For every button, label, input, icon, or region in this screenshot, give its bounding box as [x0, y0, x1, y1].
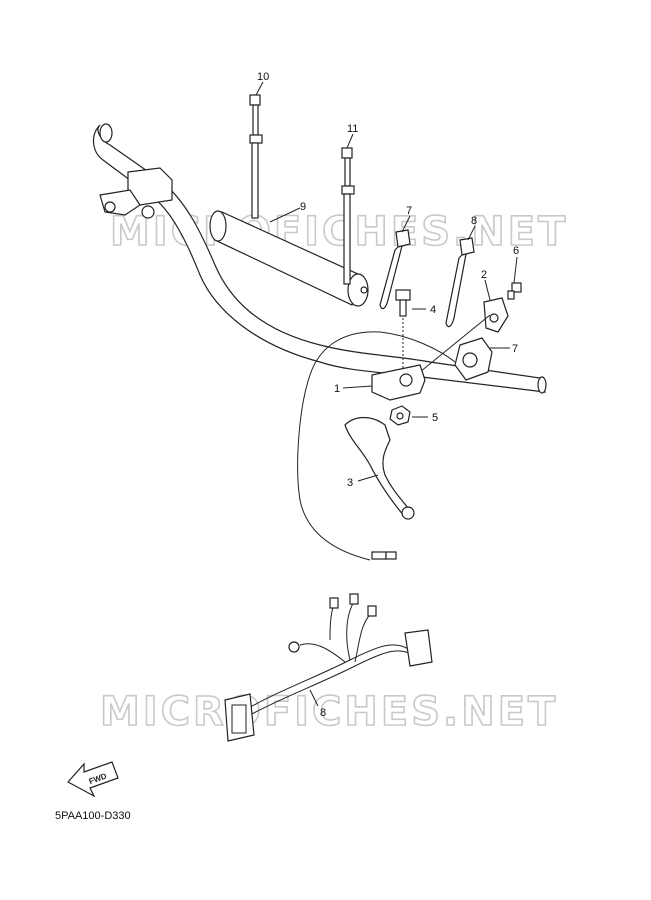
- nut-5: [389, 405, 411, 426]
- callout-1: 1: [334, 383, 340, 395]
- cable-tie-11a: [249, 94, 263, 219]
- switch-cable: [297, 331, 456, 561]
- leader-lines: [255, 81, 518, 707]
- clamp-2: [419, 297, 509, 373]
- watermark-bottom: MICROFICHES.NET: [100, 689, 558, 735]
- callout-2: 2: [481, 269, 487, 281]
- callout-10: 9: [300, 201, 306, 213]
- callout-11-a: 10: [257, 71, 269, 83]
- diagram-code: 5PAA100-D330: [55, 810, 131, 822]
- lever-bracket-1: [371, 364, 426, 401]
- callout-7: 7: [512, 343, 518, 355]
- switch-7: [454, 337, 493, 381]
- callout-8-a: 7: [406, 205, 412, 217]
- callout-8-b: 8: [471, 215, 477, 227]
- callout-5: 5: [432, 412, 438, 424]
- cable-tie-8a: [379, 229, 411, 310]
- cable-tie-8b: [445, 237, 475, 328]
- callout-labels: 10 11 9 7 8 6 2 4 7 1 5 3 8: [257, 71, 519, 719]
- screw-6: [507, 282, 522, 300]
- bolt-4: [395, 289, 411, 375]
- fwd-arrow-icon: FWD: [67, 761, 119, 798]
- callout-11-b: 11: [347, 123, 358, 135]
- wire-harness-9: [224, 593, 433, 742]
- callout-4: 4: [430, 304, 436, 316]
- lever-3: [344, 416, 415, 520]
- handlebar: [93, 123, 547, 394]
- crossbar-pad: [209, 210, 369, 307]
- callout-3: 3: [347, 477, 353, 489]
- left-clamp: [99, 167, 173, 219]
- callout-9: 8: [320, 707, 326, 719]
- callout-6: 6: [513, 245, 519, 257]
